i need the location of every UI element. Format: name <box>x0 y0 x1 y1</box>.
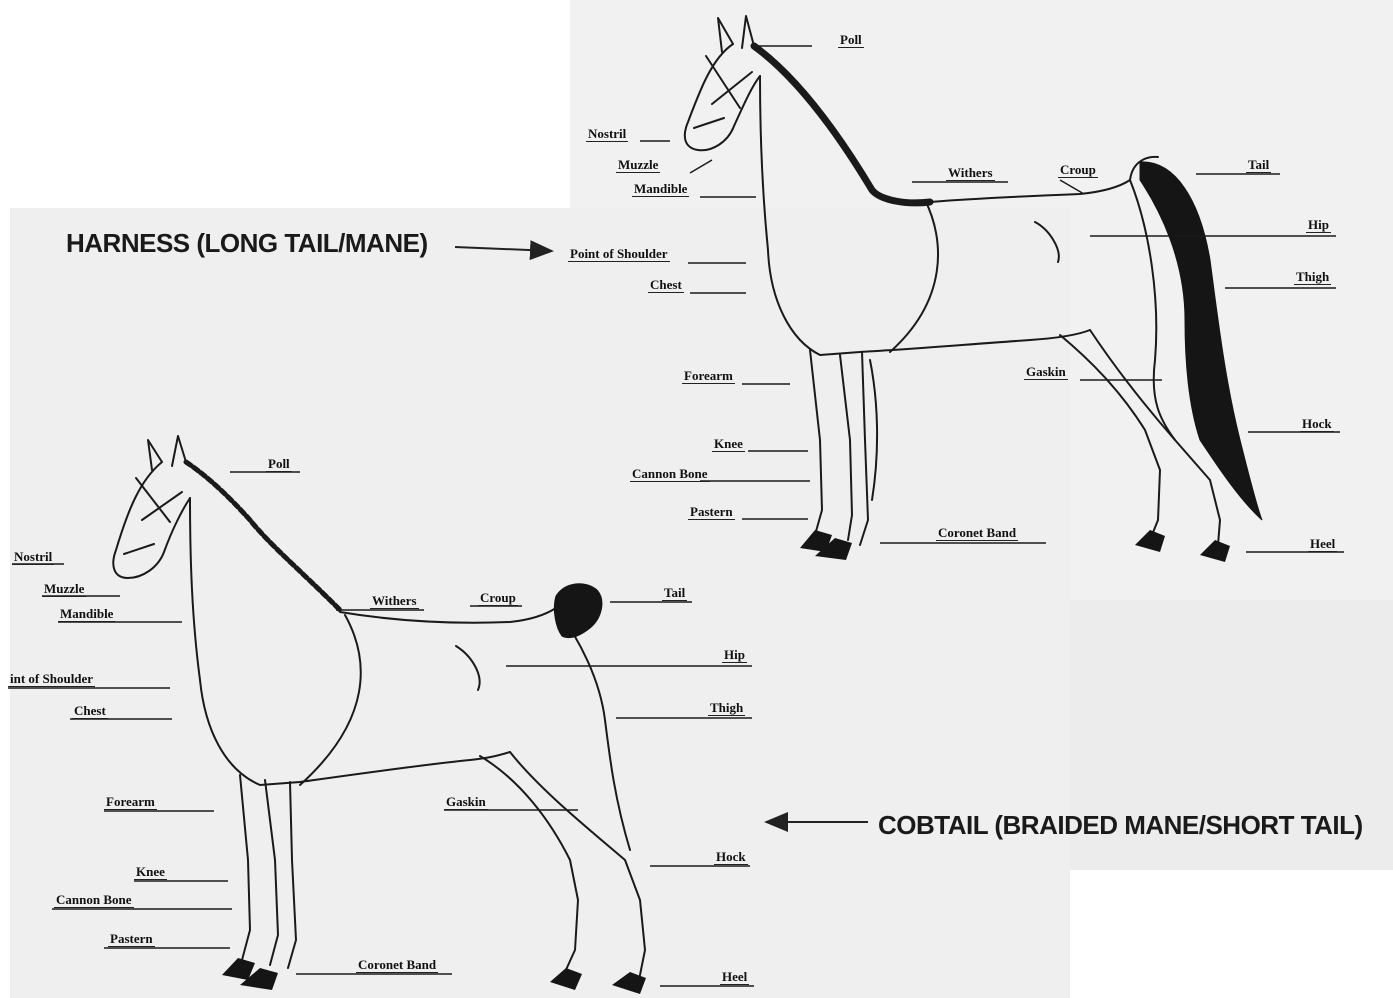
cobtail-label-thigh: Thigh <box>708 701 745 716</box>
harness-label-tail: Tail <box>1246 158 1271 173</box>
cobtail-label-forearm: Forearm <box>104 795 157 810</box>
harness-label-thigh: Thigh <box>1294 270 1331 285</box>
harness-label-pastern: Pastern <box>688 505 735 520</box>
harness-label-heel: Heel <box>1308 537 1337 552</box>
harness-label-croup: Croup <box>1058 163 1098 178</box>
cobtail-label-tail: Tail <box>662 586 687 601</box>
harness-label-point-of-shoulder: Point of Shoulder <box>568 247 670 262</box>
harness-label-nostril: Nostril <box>586 127 628 142</box>
cobtail-label-point-of-shoulder: int of Shoulder <box>8 672 95 687</box>
cobtail-label-withers: Withers <box>370 594 419 609</box>
harness-label-withers: Withers <box>946 166 995 181</box>
cobtail-label-muzzle: Muzzle <box>42 582 86 597</box>
harness-label-knee: Knee <box>712 437 745 452</box>
cobtail-label-gaskin: Gaskin <box>444 795 488 810</box>
cobtail-label-coronet-band: Coronet Band <box>356 958 438 973</box>
cobtail-label-croup: Croup <box>478 591 518 606</box>
harness-label-hip: Hip <box>1306 218 1331 233</box>
harness-label-mandible: Mandible <box>632 182 689 197</box>
cobtail-leader-lines <box>8 472 754 986</box>
harness-label-cannon-bone: Cannon Bone <box>630 467 710 482</box>
harness-label-muzzle: Muzzle <box>616 158 660 173</box>
cobtail-label-chest: Chest <box>72 704 108 719</box>
cobtail-horse <box>113 436 645 975</box>
cobtail-label-knee: Knee <box>134 865 167 880</box>
harness-label-coronet-band: Coronet Band <box>936 526 1018 541</box>
harness-label-gaskin: Gaskin <box>1024 365 1068 380</box>
harness-label-chest: Chest <box>648 278 684 293</box>
harness-label-forearm: Forearm <box>682 369 735 384</box>
cobtail-label-nostril: Nostril <box>12 550 54 565</box>
harness-arrow <box>455 247 552 251</box>
cobtail-label-hip: Hip <box>722 648 747 663</box>
cobtail-label-hock: Hock <box>714 850 748 865</box>
cobtail-label-heel: Heel <box>720 970 749 985</box>
cobtail-heading: COBTAIL (BRAIDED MANE/SHORT TAIL) <box>878 810 1363 841</box>
harness-horse <box>685 16 1220 545</box>
cobtail-label-cannon-bone: Cannon Bone <box>54 893 134 908</box>
harness-label-poll: Poll <box>838 33 864 48</box>
cobtail-label-poll: Poll <box>266 457 292 472</box>
cobtail-label-mandible: Mandible <box>58 607 115 622</box>
harness-heading: HARNESS (LONG TAIL/MANE) <box>66 228 428 259</box>
harness-label-hock: Hock <box>1300 417 1334 432</box>
cobtail-label-pastern: Pastern <box>108 932 155 947</box>
cobtail-tail <box>554 584 602 638</box>
